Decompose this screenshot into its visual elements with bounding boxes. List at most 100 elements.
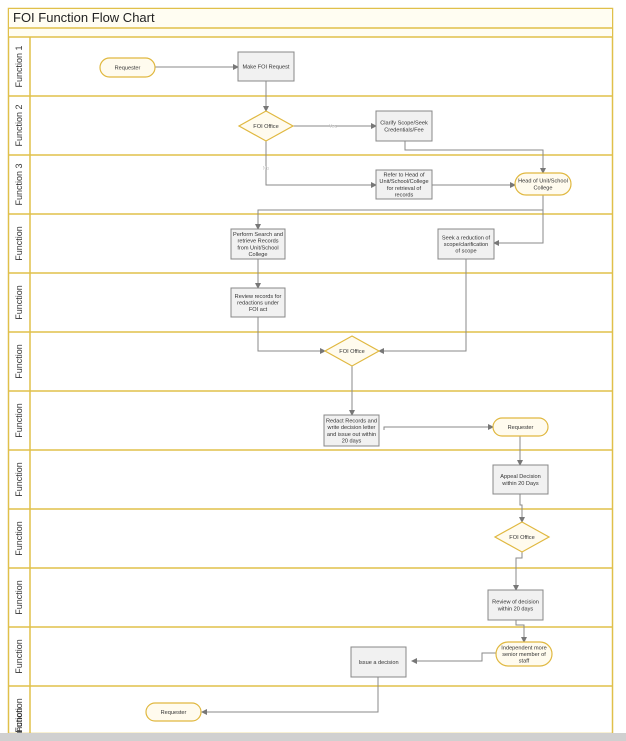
node-label-line: staff — [519, 659, 530, 665]
connector-foi3-to-review-decision — [513, 552, 523, 591]
connectors: Yes No — [155, 64, 546, 715]
connector-review-to-independent — [515, 620, 527, 643]
requester-terminal-3-label: Requester — [161, 710, 187, 716]
node-label-line: College — [249, 252, 268, 258]
connector-independent-to-issue — [411, 652, 496, 664]
requester-terminal-label: Requester — [115, 66, 141, 72]
node-label-line: Credentials/Fee — [384, 127, 424, 133]
requester-terminal-2[interactable] — [492, 417, 549, 437]
node-label-line: Make FOI Request — [243, 65, 290, 71]
independent-staff-terminal[interactable] — [495, 641, 553, 667]
node-label-line: write decision letter — [327, 425, 376, 431]
node-label-line: Independent more — [501, 645, 546, 651]
seek-reduction-box[interactable] — [437, 228, 495, 260]
node-label-line: Requester — [161, 710, 187, 716]
make-foi-request-label: Make FOI Request — [243, 65, 290, 71]
lane-label: Function — [14, 708, 24, 741]
node-label-line: Review records for — [235, 294, 282, 300]
node-label-line: Head of Unit/School — [518, 179, 568, 185]
chart-title: FOI Function Flow Chart — [13, 10, 155, 25]
make-foi-request-box[interactable] — [237, 51, 295, 82]
node-label-line: Clarify Scope/Seek — [380, 121, 428, 127]
lane-label: Function — [14, 403, 24, 438]
connector-clarify-to-head — [404, 141, 546, 174]
nodes: Requester Make FOI Request FOI Office Cl… — [99, 51, 572, 722]
connector-head-to-search — [255, 195, 544, 230]
node-label-line: scope/clarification — [444, 242, 488, 248]
connector-issue-to-requester3 — [201, 677, 379, 715]
node-label-line: for retrieval of — [387, 186, 422, 192]
lane-label: Function — [14, 698, 24, 733]
head-of-unit-terminal[interactable] — [514, 172, 572, 196]
node-label-line: of scope — [455, 249, 476, 255]
edge-label-yes: Yes — [329, 124, 338, 130]
node-label-line: senior member of — [502, 652, 546, 658]
node-label-line: Requester — [115, 66, 141, 72]
appeal-decision-box[interactable] — [492, 464, 549, 495]
refer-to-head-box[interactable] — [375, 169, 433, 200]
node-label-line: College — [534, 185, 553, 191]
clarify-scope-box[interactable] — [375, 110, 433, 142]
connector-foi-to-refer — [265, 141, 377, 188]
edge-label-no: No — [263, 166, 270, 172]
node-label-line: and issue out within — [327, 432, 376, 438]
requester-terminal-shape[interactable] — [99, 57, 156, 78]
connector-review-to-foi2 — [257, 317, 326, 354]
node-label-line: Unit/School/College — [379, 179, 428, 185]
node-label-line: Perform Search and — [233, 232, 283, 238]
lane-label: Function 2 — [14, 104, 24, 146]
lane-label: Function — [14, 521, 24, 556]
connector-redact-to-requester2 — [383, 424, 494, 430]
node-label-line: from Unit/School — [237, 245, 278, 251]
redact-records-box[interactable] — [323, 414, 380, 447]
node-label-line: 20 days — [342, 438, 362, 444]
node-label-line: Requester — [508, 425, 534, 431]
lane-label: Function — [14, 639, 24, 674]
issue-decision-label: Issue a decision — [358, 660, 398, 666]
foi-office-decision-2[interactable] — [323, 335, 381, 367]
lane-label: Function 3 — [14, 163, 24, 205]
node-label-line: Seek a reduction of — [442, 235, 491, 241]
node-label-line: within 20 Days — [501, 481, 539, 487]
foi-office-decision-1[interactable] — [237, 110, 295, 142]
lane-label: Function 1 — [14, 45, 24, 87]
lane-label: Function — [14, 285, 24, 320]
header-band — [9, 9, 612, 37]
node-label-line: Appeal Decision — [500, 474, 540, 480]
node-label-line: records — [395, 192, 414, 198]
lane-label: Function — [14, 462, 24, 497]
node-label-line: FOI Office — [509, 535, 534, 541]
node-label-line: Redact Records and — [326, 419, 377, 425]
foi-office-decision-2-label: FOI Office — [339, 349, 364, 355]
foi-office-decision-3-label: FOI Office — [509, 535, 534, 541]
lane-label: Function — [14, 580, 24, 615]
issue-decision-box[interactable] — [350, 646, 407, 678]
horizontal-scrollbar[interactable] — [0, 733, 626, 741]
foi-office-decision-3[interactable] — [493, 521, 551, 553]
node-label-line: Issue a decision — [358, 660, 398, 666]
review-records-box[interactable] — [230, 287, 286, 318]
node-label-line: within 20 days — [497, 606, 534, 612]
connector-appeal-to-foi3 — [519, 494, 525, 523]
node-label-line: Refer to Head of — [383, 173, 424, 179]
perform-search-box[interactable] — [230, 228, 286, 260]
requester-terminal-3[interactable] — [145, 702, 202, 722]
connector-seek-to-foi2 — [378, 259, 467, 354]
lane-label: Function — [14, 226, 24, 261]
node-label-line: FOI Office — [253, 124, 278, 130]
requester-terminal-2-label: Requester — [508, 425, 534, 431]
lane-label: Function — [14, 344, 24, 379]
review-decision-box[interactable] — [487, 589, 544, 621]
foi-office-decision-1-label: FOI Office — [253, 124, 278, 130]
